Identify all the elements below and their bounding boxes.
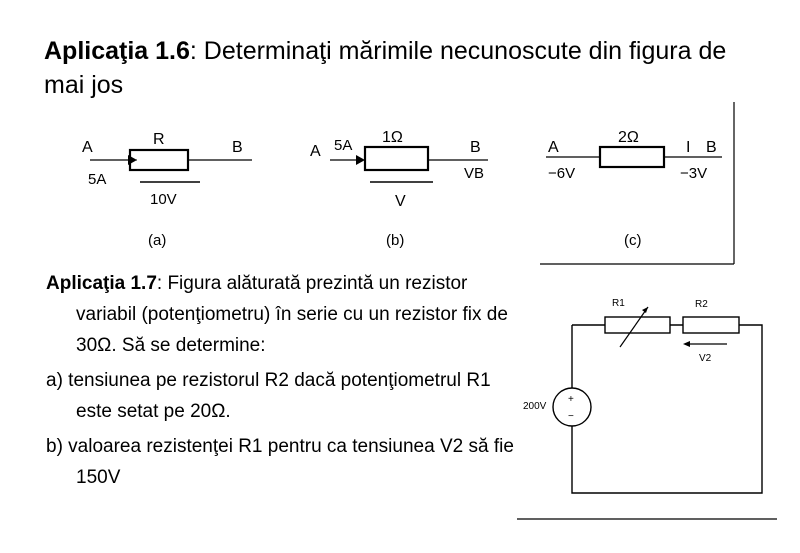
source-minus: − (568, 411, 574, 422)
circuit-a: A B 5A R 10V (a) (82, 131, 252, 249)
app16-label: Aplicaţia 1.6 (44, 37, 190, 65)
label-b-B: B (470, 139, 481, 156)
circuit-wires (571, 324, 763, 494)
resistor-r2 (682, 316, 740, 334)
app17-statement: Aplicaţia 1.7: Figura alăturată prezintă… (46, 268, 516, 361)
r2-label: R2 (695, 299, 708, 310)
label-b-A: A (310, 143, 321, 160)
label-a-current: 5A (88, 171, 106, 188)
application-1-7-text: Aplicaţia 1.7: Figura alăturată prezintă… (46, 268, 516, 493)
app16-text: : Determinaţi mărimile necunoscute din f… (44, 37, 727, 99)
label-c-VA: −6V (548, 165, 575, 182)
label-a-A: A (82, 139, 93, 156)
label-c-I: I (686, 139, 690, 156)
resistor-c (598, 145, 666, 169)
caption-a: (a) (148, 232, 166, 249)
source-voltage-label: 200V (523, 401, 547, 412)
circuit-b: A 5A 1Ω B VB V (b) (310, 129, 488, 249)
label-b-VB: VB (464, 165, 484, 182)
voltage-source (552, 387, 592, 427)
label-a-B: B (232, 139, 243, 156)
label-b-current: 5A (334, 137, 352, 154)
source-plus: + (568, 394, 574, 405)
label-a-R: R (153, 131, 165, 148)
figure-1-7-circuit: + − 200V R1 R2 V2 (517, 298, 777, 520)
label-c-VB: −3V (680, 165, 707, 182)
circuit-c: A −6V 2Ω I B −3V (c) (546, 129, 722, 249)
v2-label: V2 (699, 353, 712, 364)
variable-arrow-icon (619, 306, 649, 348)
label-c-B: B (706, 139, 717, 156)
app17-label: Aplicaţia 1.7 (46, 273, 157, 294)
app17-description: : Figura alăturată prezintă un rezistor … (76, 273, 508, 356)
current-arrow-b-icon (356, 155, 365, 165)
figure-1-6: A B 5A R 10V (a) A 5A 1Ω B VB V (b) A −6… (82, 102, 735, 265)
label-a-voltage: 10V (150, 191, 177, 208)
label-c-R: 2Ω (618, 129, 639, 146)
app17-item-a: a) tensiunea pe rezistorul R2 dacă poten… (46, 370, 491, 422)
resistor-a (128, 148, 190, 172)
resistor-b (363, 145, 430, 172)
caption-b: (b) (386, 232, 404, 249)
r1-label: R1 (612, 298, 625, 309)
label-c-A: A (548, 139, 559, 156)
label-b-R: 1Ω (382, 129, 403, 146)
potentiometer-r1 (604, 316, 671, 334)
slide-title: Aplicaţia 1.6: Determinaţi mărimile necu… (44, 34, 764, 102)
app17-item-b: b) valoarea rezistenţei R1 pentru ca ten… (46, 436, 514, 488)
label-b-voltage: V (395, 193, 406, 210)
caption-c: (c) (624, 232, 642, 249)
